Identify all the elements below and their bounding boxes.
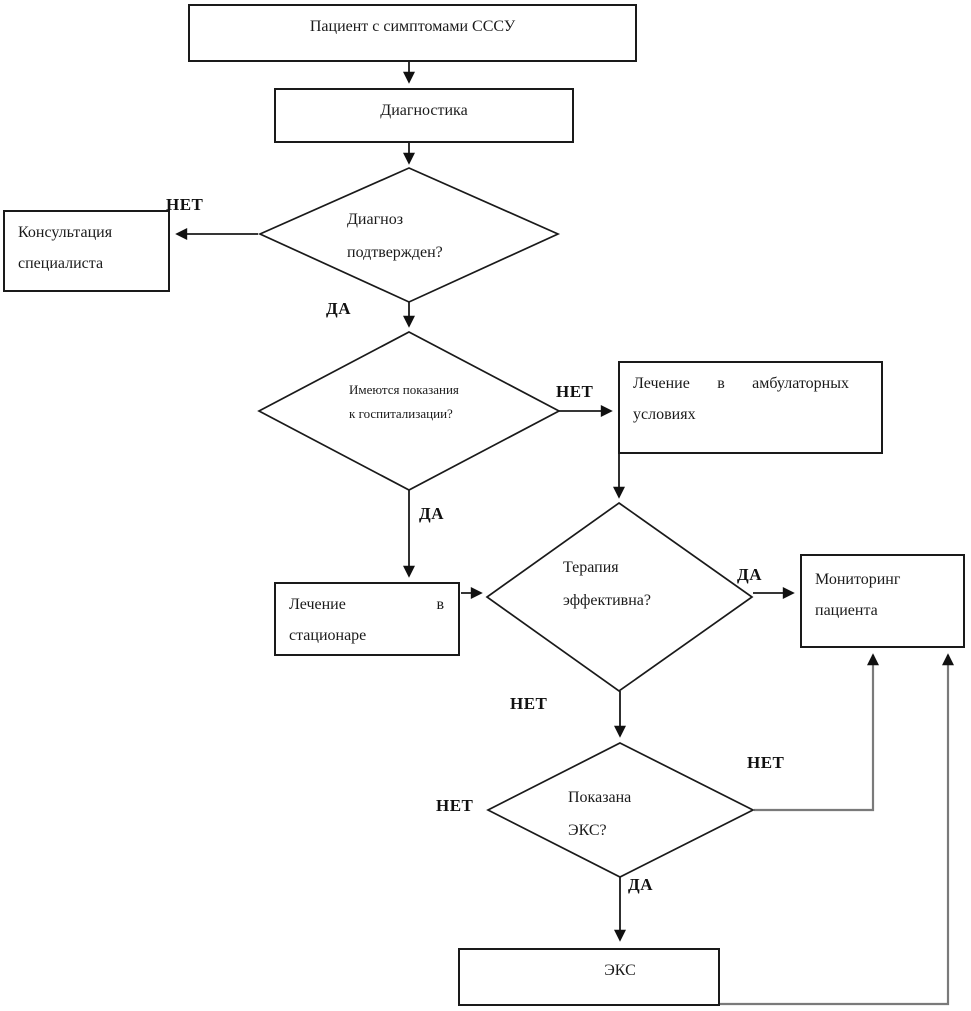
node-inpatient-word2: в: [436, 596, 444, 613]
node-consultation-line2: специалиста: [18, 255, 104, 272]
node-consultation: Консультация специалиста: [3, 210, 170, 292]
node-monitoring-line1: Мониторинг: [815, 571, 901, 588]
decision-diagnosis-line1: Диагноз: [347, 211, 404, 228]
decision-diagnosis-text: Диагноз подтвержден?: [347, 203, 443, 269]
decision-hospitalization-indicated: [257, 331, 561, 491]
decision-pacemaker-text: Показана ЭКС?: [568, 781, 631, 847]
decision-diagnosis-confirmed: [257, 167, 561, 303]
decision-hospitalization-text: Имеются показания к госпитализации?: [349, 378, 459, 426]
node-diagnostics-label: Диагностика: [380, 102, 468, 119]
edge-label-hospitalization-no: НЕТ: [556, 382, 594, 401]
node-patient-label: Пациент с симптомами СССУ: [309, 18, 516, 35]
edge-label-therapy-no: НЕТ: [510, 694, 548, 713]
edge-label-hospitalization-yes: ДА: [419, 504, 444, 523]
node-eks: ЭКС: [458, 948, 720, 1006]
decision-hospitalization-line1: Имеются показания: [349, 382, 459, 397]
node-outpatient-line2: условиях: [633, 406, 696, 423]
node-consultation-line1: Консультация: [18, 224, 113, 241]
node-outpatient-treatment: Лечение в амбулаторных условиях: [618, 361, 883, 454]
edge-label-pacemaker-no-right: НЕТ: [747, 753, 785, 772]
node-inpatient-line2: стационаре: [289, 627, 367, 644]
node-outpatient-line1: Лечение в амбулаторных: [633, 368, 869, 399]
decision-pacemaker-line1: Показана: [568, 789, 632, 806]
edge-label-pacemaker-yes: ДА: [628, 875, 653, 894]
edge-label-diagnosis-yes: ДА: [326, 299, 351, 318]
edge-label-therapy-yes: ДА: [737, 565, 762, 584]
edge-label-diagnosis-no: НЕТ: [166, 195, 204, 214]
node-patient: Пациент с симптомами СССУ: [188, 4, 637, 62]
node-outpatient-word1: Лечение: [633, 375, 690, 392]
decision-therapy-text: Терапия эффективна?: [563, 551, 651, 617]
decision-therapy-line2: эффективна?: [563, 592, 651, 609]
decision-pacemaker-indicated: [486, 742, 755, 878]
node-monitoring-line2: пациента: [815, 602, 878, 619]
edge-label-pacemaker-no-left: НЕТ: [436, 796, 474, 815]
decision-therapy-line1: Терапия: [563, 559, 619, 576]
node-inpatient-line1: Лечение в: [289, 589, 446, 620]
node-diagnostics: Диагностика: [274, 88, 574, 143]
node-outpatient-word3: амбулаторных: [752, 375, 849, 392]
decision-hospitalization-line2: к госпитализации?: [349, 406, 453, 421]
decision-diagnosis-line2: подтвержден?: [347, 244, 443, 261]
node-monitoring: Мониторинг пациента: [800, 554, 965, 648]
node-inpatient-treatment: Лечение в стационаре: [274, 582, 460, 656]
node-eks-label: ЭКС: [604, 962, 636, 979]
decision-pacemaker-line2: ЭКС?: [568, 822, 607, 839]
decision-therapy-effective: [485, 501, 754, 693]
edge-eks-to-monitoring: [619, 653, 954, 1006]
node-outpatient-word2: в: [717, 375, 725, 392]
edge-pacemaker-no-to-monitoring: [754, 653, 879, 812]
node-inpatient-word1: Лечение: [289, 596, 346, 613]
